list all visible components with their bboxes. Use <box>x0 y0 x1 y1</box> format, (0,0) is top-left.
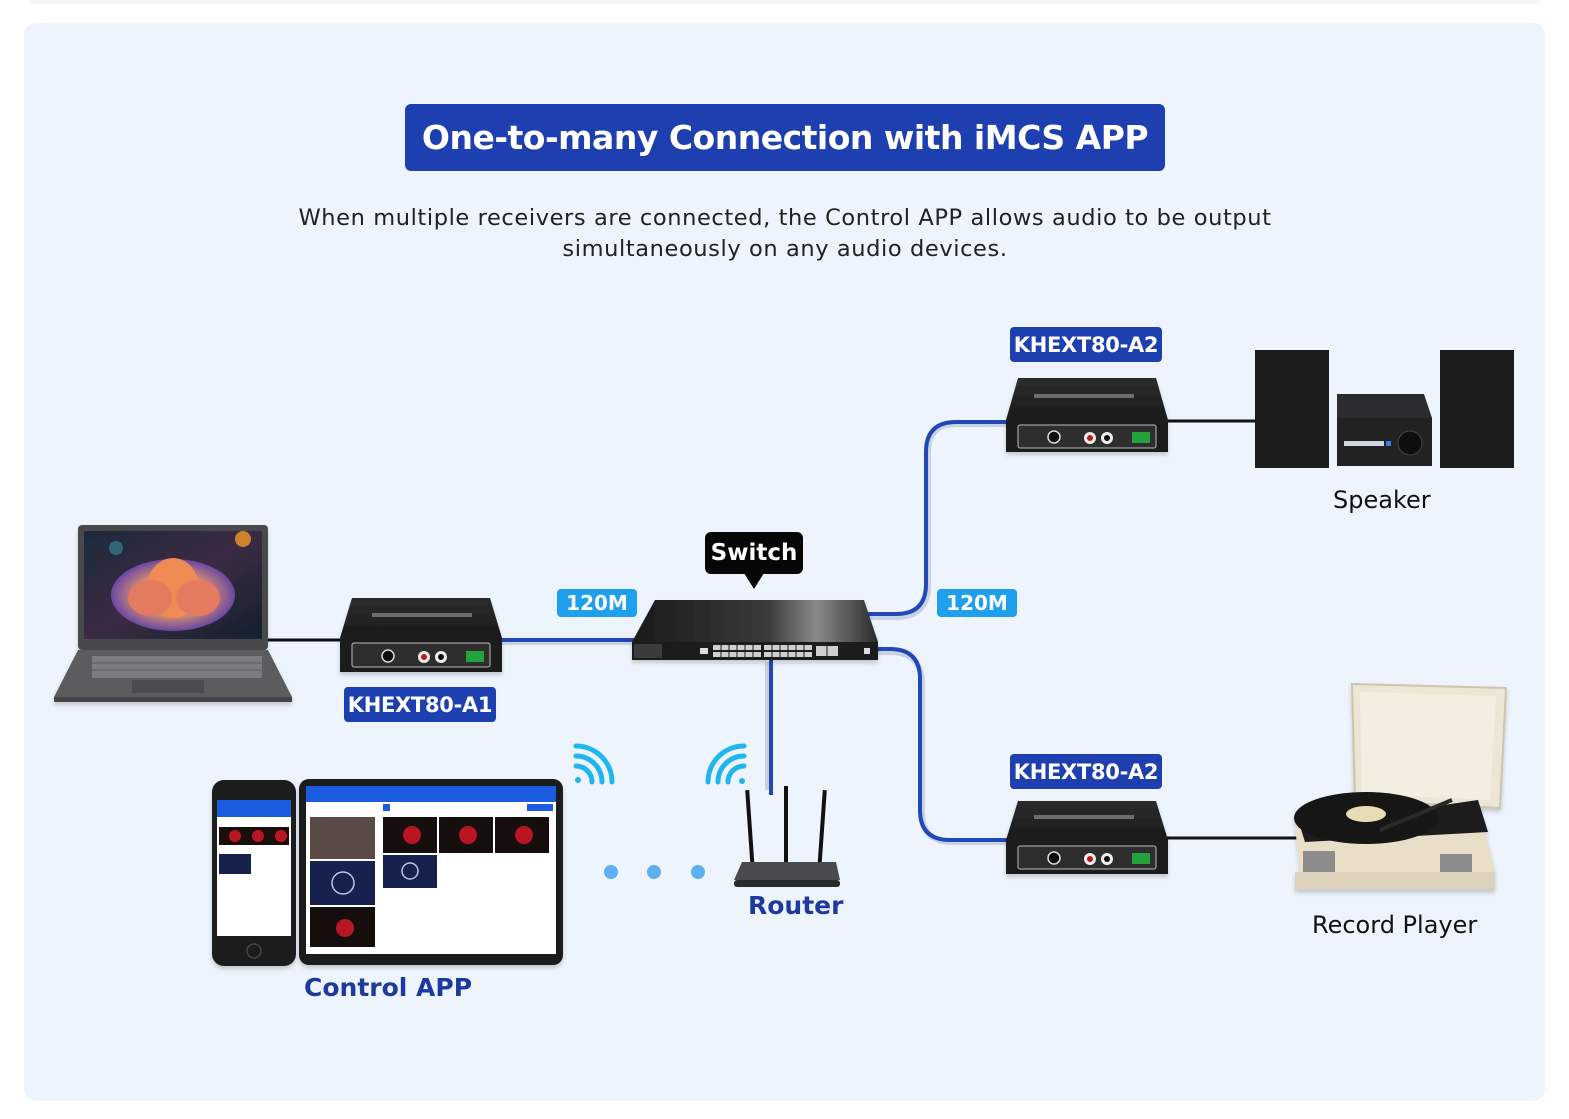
speaker-system-icon <box>1255 350 1514 468</box>
speed-tag-switch-rx: 120M <box>937 589 1017 617</box>
network-switch-icon <box>632 600 878 660</box>
ellipsis-dot-1 <box>604 865 618 879</box>
switch-to-rx-bottom-cable <box>878 647 1008 842</box>
wifi-icon-tablet <box>573 743 615 785</box>
phone-icon <box>212 780 296 966</box>
model-tag-receiver-top: KHEXT80-A2 <box>1010 327 1162 362</box>
router-label: Router <box>748 891 844 920</box>
router-icon <box>734 786 840 887</box>
ellipsis-dot-3 <box>691 865 705 879</box>
laptop-icon <box>54 525 292 702</box>
model-tag-receiver-bottom: KHEXT80-A2 <box>1010 754 1162 789</box>
subtitle-line-2: simultaneously on any audio devices. <box>562 236 1008 262</box>
speaker-label: Speaker <box>1333 486 1431 514</box>
audio-extender-rx-bottom-icon <box>1006 801 1168 874</box>
top-divider <box>30 0 1540 3</box>
title-banner: One-to-many Connection with iMCS APP <box>405 104 1165 171</box>
model-tag-transmitter: KHEXT80-A1 <box>344 687 496 722</box>
wifi-icon-router <box>705 743 747 785</box>
ellipsis-dot-2 <box>647 865 661 879</box>
control-app-label: Control APP <box>304 973 473 1002</box>
switch-label: Switch <box>705 532 803 589</box>
tablet-icon <box>299 779 563 965</box>
record-player-icon <box>1294 682 1508 890</box>
page-title: One-to-many Connection with iMCS APP <box>421 118 1149 157</box>
switch-to-rx-top-cable <box>866 420 1008 616</box>
record-player-label: Record Player <box>1312 911 1478 939</box>
subtitle-line-1: When multiple receivers are connected, t… <box>298 205 1272 231</box>
page-subtitle: When multiple receivers are connected, t… <box>240 203 1330 265</box>
audio-extender-tx-icon <box>340 598 502 672</box>
speed-tag-tx-switch: 120M <box>557 589 637 617</box>
audio-extender-rx-top-icon <box>1006 378 1168 452</box>
